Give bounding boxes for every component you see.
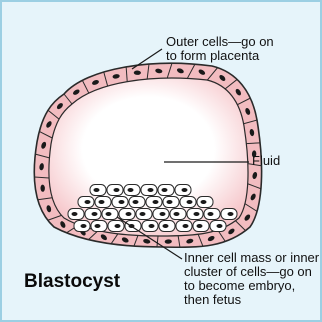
inner-cell-nucleus bbox=[194, 212, 200, 216]
inner-cell-nucleus bbox=[167, 200, 173, 204]
inner-cell-nucleus bbox=[72, 212, 78, 216]
inner-cell-nucleus bbox=[126, 212, 132, 216]
inner-cell-nucleus bbox=[163, 224, 169, 228]
inner-cell-nucleus bbox=[162, 188, 168, 192]
inner-cell-mass-label-line-2: cluster of cells—go on bbox=[184, 265, 319, 279]
inner-cell-mass-label-line-1: Inner cell mass or inner bbox=[184, 251, 319, 265]
inner-cell-nucleus bbox=[128, 188, 134, 192]
fluid-label: Fluid bbox=[252, 154, 280, 168]
inner-cell-mass-label-line-3: to become embryo, bbox=[184, 279, 319, 293]
inner-cell-nucleus bbox=[119, 200, 125, 204]
inner-cell-nucleus bbox=[81, 224, 87, 228]
inner-cell-nucleus bbox=[149, 224, 155, 228]
inner-cell-nucleus bbox=[106, 212, 112, 216]
inner-cell-mass-label: Inner cell mass or inner cluster of cell… bbox=[184, 251, 319, 307]
outer-cells-label-line-1: Outer cells—go on bbox=[166, 35, 274, 49]
inner-cell-nucleus bbox=[183, 224, 189, 228]
inner-cell-nucleus bbox=[95, 224, 101, 228]
inner-cell-nucleus bbox=[114, 188, 120, 192]
inner-cell-nucleus bbox=[228, 212, 234, 216]
diagram-title: Blastocyst bbox=[24, 271, 120, 293]
inner-cell-nucleus bbox=[201, 200, 207, 204]
inner-cell-nucleus bbox=[217, 224, 223, 228]
inner-cell-mass-label-line-4: then fetus bbox=[184, 293, 319, 307]
inner-cell-nucleus bbox=[99, 200, 105, 204]
inner-cell-nucleus bbox=[153, 200, 159, 204]
inner-cell-nucleus bbox=[197, 224, 203, 228]
inner-cell-nucleus bbox=[133, 200, 139, 204]
inner-cell-nucleus bbox=[115, 224, 121, 228]
inner-cell-nucleus bbox=[92, 212, 98, 216]
inner-cell-nucleus bbox=[208, 212, 214, 216]
inner-cell-nucleus bbox=[160, 212, 166, 216]
outer-cells-label-line-2: to form placenta bbox=[166, 49, 274, 63]
inner-cell-nucleus bbox=[85, 200, 91, 204]
inner-cell-nucleus bbox=[94, 188, 100, 192]
inner-cell-nucleus bbox=[187, 200, 193, 204]
outer-cells-label: Outer cells—go on to form placenta bbox=[166, 35, 274, 63]
inner-cell-nucleus bbox=[140, 212, 146, 216]
inner-cell-nucleus bbox=[148, 188, 154, 192]
inner-cell-nucleus bbox=[182, 188, 188, 192]
inner-cell-nucleus bbox=[174, 212, 180, 216]
